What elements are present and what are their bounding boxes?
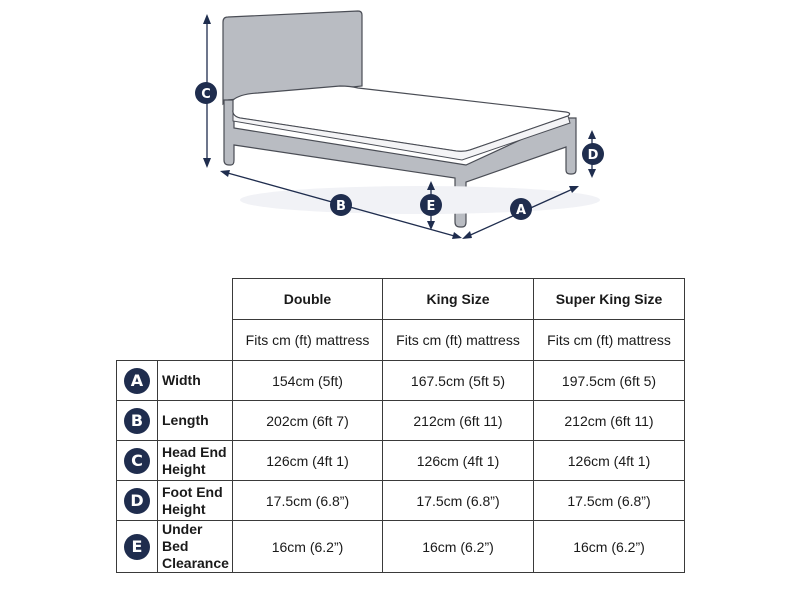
subheader-double: Fits cm (ft) mattress	[232, 319, 383, 361]
cell-width-double: 154cm (5ft)	[232, 360, 383, 401]
row-label-head-end-height: Head End Height	[157, 440, 233, 481]
table-row-foot-end-height: D Foot End Height 17.5cm (6.8”) 17.5cm (…	[116, 480, 685, 521]
dimension-b-arrow-left	[220, 170, 230, 177]
bed-shadow	[240, 186, 600, 214]
table-row-length: B Length 202cm (6ft 7) 212cm (6ft 11) 21…	[116, 400, 685, 441]
bed-dimension-diagram: C B A D E	[195, 10, 604, 239]
cell-foot-end-height-king-size: 17.5cm (6.8”)	[382, 480, 534, 521]
column-header-king-size: King Size	[382, 278, 534, 320]
bed-headboard	[222, 10, 363, 106]
table-header-row: Double King Size Super King Size	[117, 278, 685, 320]
row-label-under-bed-clearance: Under Bed Clearance	[157, 520, 233, 573]
cell-head-end-height-king-size: 126cm (4ft 1)	[382, 440, 534, 481]
bed-mattress-side	[232, 109, 571, 161]
cell-under-bed-clearance-super-king-size: 16cm (6.2”)	[533, 520, 685, 573]
dimension-a-arrow-left	[462, 231, 472, 239]
row-badge-a: A	[124, 367, 150, 394]
bed-size-table: Double King Size Super King Size Fits cm…	[116, 278, 685, 573]
bed-frame	[223, 99, 577, 228]
cell-head-end-height-super-king-size: 126cm (4ft 1)	[533, 440, 685, 481]
cell-width-king-size: 167.5cm (5ft 5)	[382, 360, 534, 401]
subheader-super-king-size: Fits cm (ft) mattress	[533, 319, 685, 361]
cell-head-end-height-double: 126cm (4ft 1)	[232, 440, 383, 481]
table-subheader-row: Fits cm (ft) mattress Fits cm (ft) mattr…	[116, 319, 685, 361]
cell-under-bed-clearance-king-size: 16cm (6.2”)	[382, 520, 534, 573]
row-badge-e: E	[124, 533, 150, 560]
cell-width-super-king-size: 197.5cm (6ft 5)	[533, 360, 685, 401]
cell-length-double: 202cm (6ft 7)	[232, 400, 383, 441]
cell-length-super-king-size: 212cm (6ft 11)	[533, 400, 685, 441]
badge-c-label: C	[201, 87, 211, 102]
table-row-width: A Width 154cm (5ft) 167.5cm (5ft 5) 197.…	[116, 360, 685, 401]
row-badge-c: C	[124, 447, 150, 474]
column-header-double: Double	[232, 278, 383, 320]
badge-e-label: E	[427, 199, 436, 214]
table-row-head-end-height: C Head End Height 126cm (4ft 1) 126cm (4…	[116, 440, 685, 481]
row-label-foot-end-height: Foot End Height	[157, 480, 233, 521]
dimension-a-arrow-right	[569, 186, 579, 193]
dimension-d-arrow-bottom	[588, 169, 596, 178]
row-label-width: Width	[157, 360, 233, 401]
column-header-super-king-size: Super King Size	[533, 278, 685, 320]
row-label-length: Length	[157, 400, 233, 441]
dimension-c-arrow-bottom	[203, 158, 211, 168]
dimension-e-arrow-top	[427, 181, 435, 190]
dimension-b-arrow-right	[452, 232, 462, 239]
badge-d-label: D	[588, 148, 599, 163]
row-badge-b: B	[124, 407, 150, 434]
dimension-c-arrow-top	[203, 14, 211, 24]
dimension-d-arrow-top	[588, 130, 596, 139]
badge-a-label: A	[516, 203, 526, 218]
badge-a	[510, 198, 532, 220]
cell-under-bed-clearance-double: 16cm (6.2”)	[232, 520, 383, 573]
badge-d	[582, 143, 604, 165]
cell-foot-end-height-double: 17.5cm (6.8”)	[232, 480, 383, 521]
subheader-king-size: Fits cm (ft) mattress	[382, 319, 534, 361]
badge-b	[330, 194, 352, 216]
table-row-under-bed-clearance: E Under Bed Clearance 16cm (6.2”) 16cm (…	[116, 520, 685, 573]
cell-length-king-size: 212cm (6ft 11)	[382, 400, 534, 441]
badge-c	[195, 82, 217, 104]
badge-e	[420, 194, 442, 216]
badge-b-label: B	[336, 199, 346, 214]
cell-foot-end-height-super-king-size: 17.5cm (6.8”)	[533, 480, 685, 521]
dimension-e-arrow-bottom	[427, 221, 435, 230]
row-badge-d: D	[124, 487, 150, 514]
